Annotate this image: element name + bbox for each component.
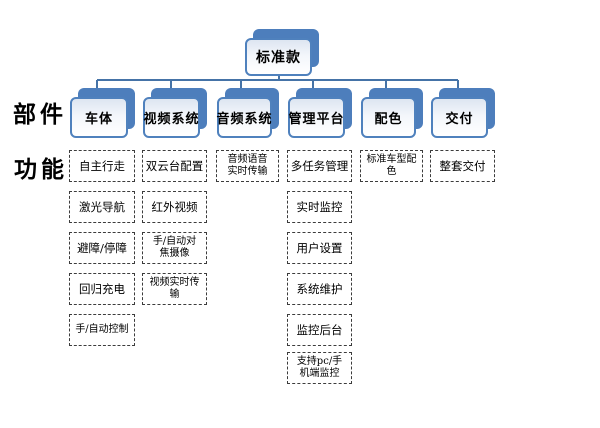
- root-node-label: 标准款: [245, 38, 312, 76]
- function-item-audio-system-0: 音频语音 实时传输: [216, 150, 279, 182]
- function-item-management-platform-3: 系统维护: [287, 273, 352, 305]
- part-node-label-video-system: 视频系统: [143, 97, 200, 138]
- function-item-color-scheme-0: 标准车型配色: [360, 150, 423, 182]
- part-node-label-audio-system: 音频系统: [217, 97, 272, 138]
- function-item-car-body-0: 自主行走: [69, 150, 135, 182]
- part-node-delivery: 交付: [431, 88, 495, 138]
- row-label-parts: 部件: [13, 102, 67, 128]
- function-item-video-system-1: 红外视频: [142, 191, 207, 223]
- function-item-car-body-3: 回归充电: [69, 273, 135, 305]
- part-node-management-platform: 管理平台: [288, 88, 352, 138]
- part-node-audio-system: 音频系统: [217, 88, 279, 138]
- function-item-car-body-2: 避障/停障: [69, 232, 135, 264]
- part-node-video-system: 视频系统: [143, 88, 207, 138]
- part-node-label-car-body: 车体: [70, 97, 128, 138]
- function-item-car-body-4: 手/自动控制: [69, 314, 135, 346]
- function-item-management-platform-1: 实时监控: [287, 191, 352, 223]
- row-label-functions: 功能: [14, 157, 68, 183]
- function-item-video-system-0: 双云台配置: [142, 150, 207, 182]
- part-node-label-color-scheme: 配色: [361, 97, 416, 138]
- part-node-label-delivery: 交付: [431, 97, 488, 138]
- function-item-management-platform-4: 监控后台: [287, 314, 352, 346]
- part-node-car-body: 车体: [70, 88, 135, 138]
- function-item-video-system-2: 手/自动对 焦摄像: [142, 232, 207, 264]
- root-node-standard-model: 标准款: [245, 29, 319, 76]
- function-item-management-platform-5: 支持pc/手 机端监控: [287, 352, 352, 384]
- function-item-management-platform-0: 多任务管理: [287, 150, 352, 182]
- part-node-color-scheme: 配色: [361, 88, 423, 138]
- function-item-video-system-3: 视频实时传输: [142, 273, 207, 305]
- function-item-management-platform-2: 用户设置: [287, 232, 352, 264]
- function-item-car-body-1: 激光导航: [69, 191, 135, 223]
- function-item-delivery-0: 整套交付: [430, 150, 495, 182]
- part-node-label-management-platform: 管理平台: [288, 97, 345, 138]
